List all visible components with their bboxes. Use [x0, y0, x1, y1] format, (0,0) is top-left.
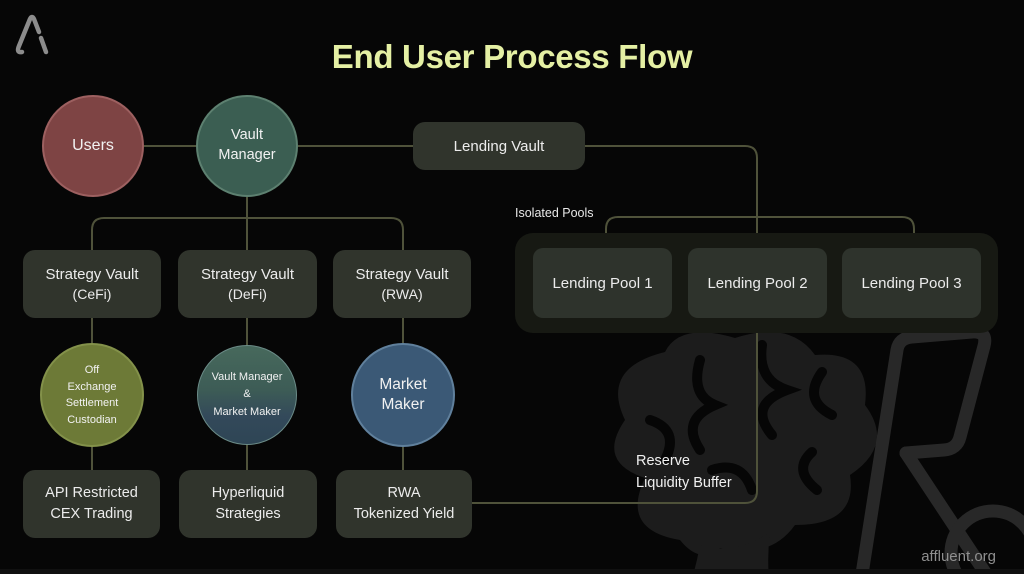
reserve-label-line1: Reserve — [636, 453, 690, 469]
custodian-label-line4: Custodian — [67, 413, 117, 426]
strategy-vault-defi-subtitle: (DeFi) — [228, 285, 267, 302]
strategy-vault-cefi-node: Strategy Vault (CeFi) — [23, 250, 161, 318]
rwa-yield-label-line1: RWA — [387, 484, 421, 501]
bottom-strip — [0, 569, 1024, 574]
custodian-label-line3: Settlement — [65, 397, 119, 409]
api-restricted-cex-trading-node: API Restricted CEX Trading — [23, 470, 160, 538]
edge-reserve-liquidity-buffer — [472, 333, 758, 504]
lending-pool-3-node: Lending Pool 3 — [842, 248, 981, 318]
strategy-vault-rwa-subtitle: (RWA) — [381, 285, 423, 302]
page-title: End User Process Flow — [331, 38, 693, 75]
reserve-label-line2: Liquidity Buffer — [636, 475, 732, 492]
strategy-vault-rwa-title: Strategy Vault — [355, 265, 449, 283]
hybrid-label-line3: Market Maker — [213, 405, 281, 418]
strategy-vault-defi-node: Strategy Vault (DeFi) — [178, 250, 317, 318]
lending-vault-node: Lending Vault — [413, 122, 585, 170]
affluent-org-watermark-text: affluent.org — [921, 548, 996, 565]
vault-manager-node: Vault Manager — [196, 95, 298, 197]
edge-pools-branch — [605, 216, 915, 248]
market-maker-label-line2: Maker — [381, 396, 425, 413]
vault-manager-market-maker-node: Vault Manager & Market Maker — [197, 345, 297, 445]
hyperliquid-label-line2: Strategies — [215, 506, 281, 522]
edge-lending-vault-pools — [585, 145, 758, 248]
rwa-yield-label-line2: Tokenized Yield — [353, 506, 455, 522]
hybrid-label-line2: & — [243, 388, 251, 401]
users-label: Users — [72, 137, 114, 154]
custodian-label-line1: Off — [84, 364, 100, 376]
cex-trading-label-line2: CEX Trading — [50, 506, 133, 522]
lending-pool-1-label: Lending Pool 1 — [552, 274, 653, 292]
market-maker-label-line1: Market — [379, 375, 427, 393]
hyperliquid-strategies-node: Hyperliquid Strategies — [179, 470, 317, 538]
hybrid-label-line1: Vault Manager — [211, 371, 283, 384]
off-exchange-settlement-custodian-node: Off Exchange Settlement Custodian — [40, 343, 144, 447]
lending-pool-2-node: Lending Pool 2 — [688, 248, 827, 318]
reserve-liquidity-buffer-label: Reserve Liquidity Buffer — [636, 450, 732, 495]
lending-pool-3-label: Lending Pool 3 — [861, 274, 962, 292]
affluent-logo-icon — [15, 14, 49, 55]
vault-manager-label-line2: Manager — [218, 147, 276, 163]
lending-pool-1-node: Lending Pool 1 — [533, 248, 672, 318]
users-node: Users — [42, 95, 144, 197]
isolated-pools-label: Isolated Pools — [515, 206, 594, 220]
lending-pool-2-label: Lending Pool 2 — [707, 274, 808, 292]
strategy-vault-rwa-node: Strategy Vault (RWA) — [333, 250, 471, 318]
lending-vault-label: Lending Vault — [453, 137, 545, 155]
cex-trading-label-line1: API Restricted — [45, 484, 138, 501]
strategy-vault-cefi-subtitle: (CeFi) — [72, 285, 112, 302]
market-maker-node: Market Maker — [351, 343, 455, 447]
strategy-vault-cefi-title: Strategy Vault — [45, 265, 139, 283]
vault-manager-label-line1: Vault — [231, 127, 263, 144]
hyperliquid-label-line1: Hyperliquid — [211, 484, 285, 501]
rwa-tokenized-yield-node: RWA Tokenized Yield — [336, 470, 472, 538]
isolated-pools-container: Lending Pool 1 Lending Pool 2 Lending Po… — [515, 233, 998, 333]
custodian-label-line2: Exchange — [67, 380, 117, 393]
strategy-vault-defi-title: Strategy Vault — [200, 265, 295, 283]
